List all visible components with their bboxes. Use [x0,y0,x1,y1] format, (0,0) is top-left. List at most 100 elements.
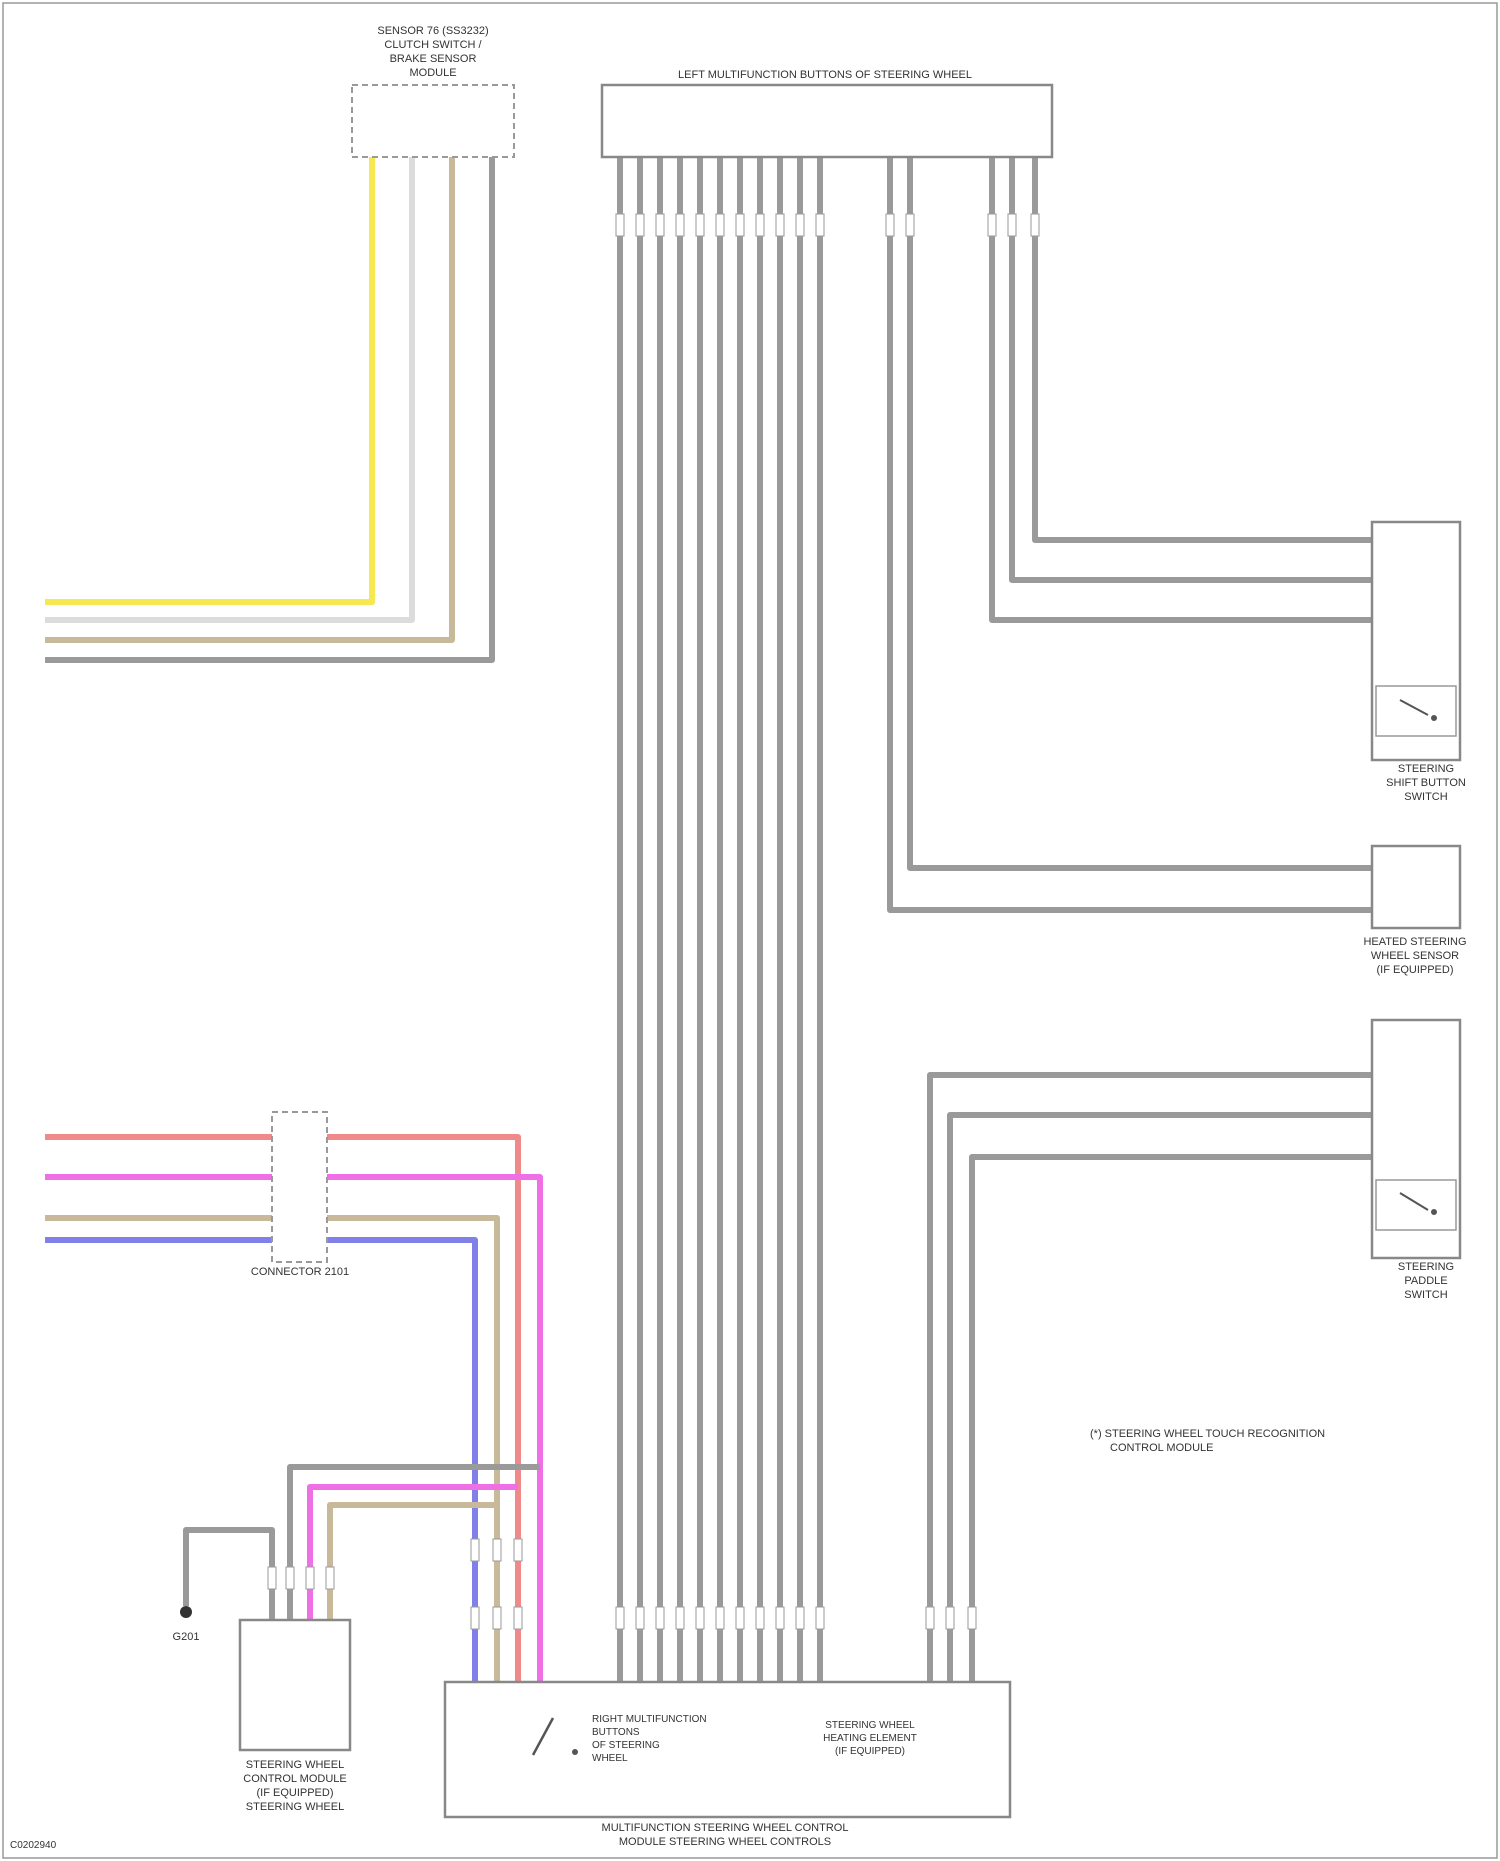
bottom-main-a-label-1: RIGHT MULTIFUNCTION [592,1714,707,1725]
wire-tag [816,214,824,236]
top-sensor-box [352,85,514,157]
ground-point [180,1606,192,1618]
right-heat-sensor-box [1372,846,1460,928]
wire-tag [926,1607,934,1629]
wire-tag [616,1607,624,1629]
wire-1 [45,157,372,602]
bottom-main-b-label-2: HEATING ELEMENT [823,1733,917,1744]
wire-tag [514,1607,522,1629]
wire-tag [696,214,704,236]
wire-tag [493,1607,501,1629]
wire-tag [268,1567,276,1589]
wire-tag [1008,214,1016,236]
bottom-main-b-label-1: STEERING WHEEL [825,1720,915,1731]
wire-tag [471,1607,479,1629]
wire-20 [890,157,1372,910]
right-shift-label-3: SWITCH [1404,791,1447,803]
right-paddle-label-3: SWITCH [1404,1289,1447,1301]
wire-3 [45,157,452,640]
bottom-main-b-label-3: (IF EQUIPPED) [835,1746,905,1757]
bottom-left-label-3: (IF EQUIPPED) [256,1787,333,1799]
wire-tag [756,1607,764,1629]
right-shift-switch-node [1431,715,1437,721]
bottom-left-module-box [240,1620,350,1750]
right-heat-label-2: WHEEL SENSOR [1371,950,1459,962]
wire-tag [676,1607,684,1629]
wire-tag [676,214,684,236]
wire-tag [946,1607,954,1629]
wire-tag [696,1607,704,1629]
wire-27 [45,1240,475,1682]
wire-2 [45,157,412,620]
right-heat-label-3: (IF EQUIPPED) [1376,964,1453,976]
wire-tag [306,1567,314,1589]
wire-tag [656,1607,664,1629]
bottom-left-label-2: CONTROL MODULE [243,1773,347,1785]
wire-21 [930,1075,1372,1682]
top-sensor-label-4: MODULE [409,67,456,79]
top-sensor-label-1: SENSOR 76 (SS3232) [377,25,488,37]
wire-tag [636,1607,644,1629]
top-module-box [602,85,1052,157]
wire-tag [886,214,894,236]
page-id: C0202940 [10,1840,57,1851]
wire-17 [1012,157,1372,580]
right-paddle-box [1372,1020,1460,1258]
wire-19 [910,157,1372,868]
bottom-main-a-label-2: BUTTONS [592,1727,640,1738]
wire-tag [796,1607,804,1629]
wire-tag [514,1539,522,1561]
wire-23 [972,1157,1372,1682]
wire-4 [45,157,492,660]
wire-22 [950,1115,1372,1682]
wire-tag [286,1567,294,1589]
wire-tag [493,1539,501,1561]
note-line-1: (*) STEERING WHEEL TOUCH RECOGNITION [1090,1428,1325,1440]
wire-tag [756,214,764,236]
wire-tag [816,1607,824,1629]
page-border [3,3,1497,1858]
wire-tag [736,1607,744,1629]
top-module-label: LEFT MULTIFUNCTION BUTTONS OF STEERING W… [678,69,972,81]
bottom-main-a-label-4: WHEEL [592,1753,628,1764]
bottom-main-caption-2: MODULE STEERING WHEEL CONTROLS [619,1836,831,1848]
wire-tag [776,1607,784,1629]
wire-tag [1031,214,1039,236]
wire-tag [968,1607,976,1629]
bottom-main-caption-1: MULTIFUNCTION STEERING WHEEL CONTROL [602,1822,849,1834]
bottom-left-label-4: STEERING WHEEL [246,1801,344,1813]
top-sensor-label-3: BRAKE SENSOR [390,53,477,65]
wire-tag [716,1607,724,1629]
wire-31 [186,1530,272,1620]
bottom-main-a-label-3: OF STEERING [592,1740,660,1751]
wire-30 [330,1505,497,1620]
wire-tag [326,1567,334,1589]
right-shift-label-2: SHIFT BUTTON [1386,777,1466,789]
note-line-2: CONTROL MODULE [1110,1442,1214,1454]
wire-tag [656,214,664,236]
mid-connector-box [272,1112,327,1262]
right-paddle-label-1: STEERING [1398,1261,1454,1273]
mid-connector-label: CONNECTOR 2101 [251,1266,349,1278]
top-sensor-label-2: CLUTCH SWITCH / [384,39,482,51]
wire-tag [796,214,804,236]
wire-tag [736,214,744,236]
right-shift-label-1: STEERING [1398,763,1454,775]
wire-tag [776,214,784,236]
components: SENSOR 76 (SS3232) CLUTCH SWITCH / BRAKE… [3,3,1497,1858]
wire-18 [992,157,1372,620]
wire-16 [1035,157,1372,540]
right-paddle-label-2: PADDLE [1404,1275,1447,1287]
right-paddle-switch-node [1431,1209,1437,1215]
wire-tag [616,214,624,236]
wire-tag [471,1539,479,1561]
ground-label: G201 [173,1631,200,1643]
wire-tag [716,214,724,236]
wire-tag [906,214,914,236]
bottom-main-switch-node [572,1749,578,1755]
bottom-left-label-1: STEERING WHEEL [246,1759,344,1771]
bottom-main-module-box [445,1682,1010,1817]
wire-tag [988,214,996,236]
wire-tag [636,214,644,236]
